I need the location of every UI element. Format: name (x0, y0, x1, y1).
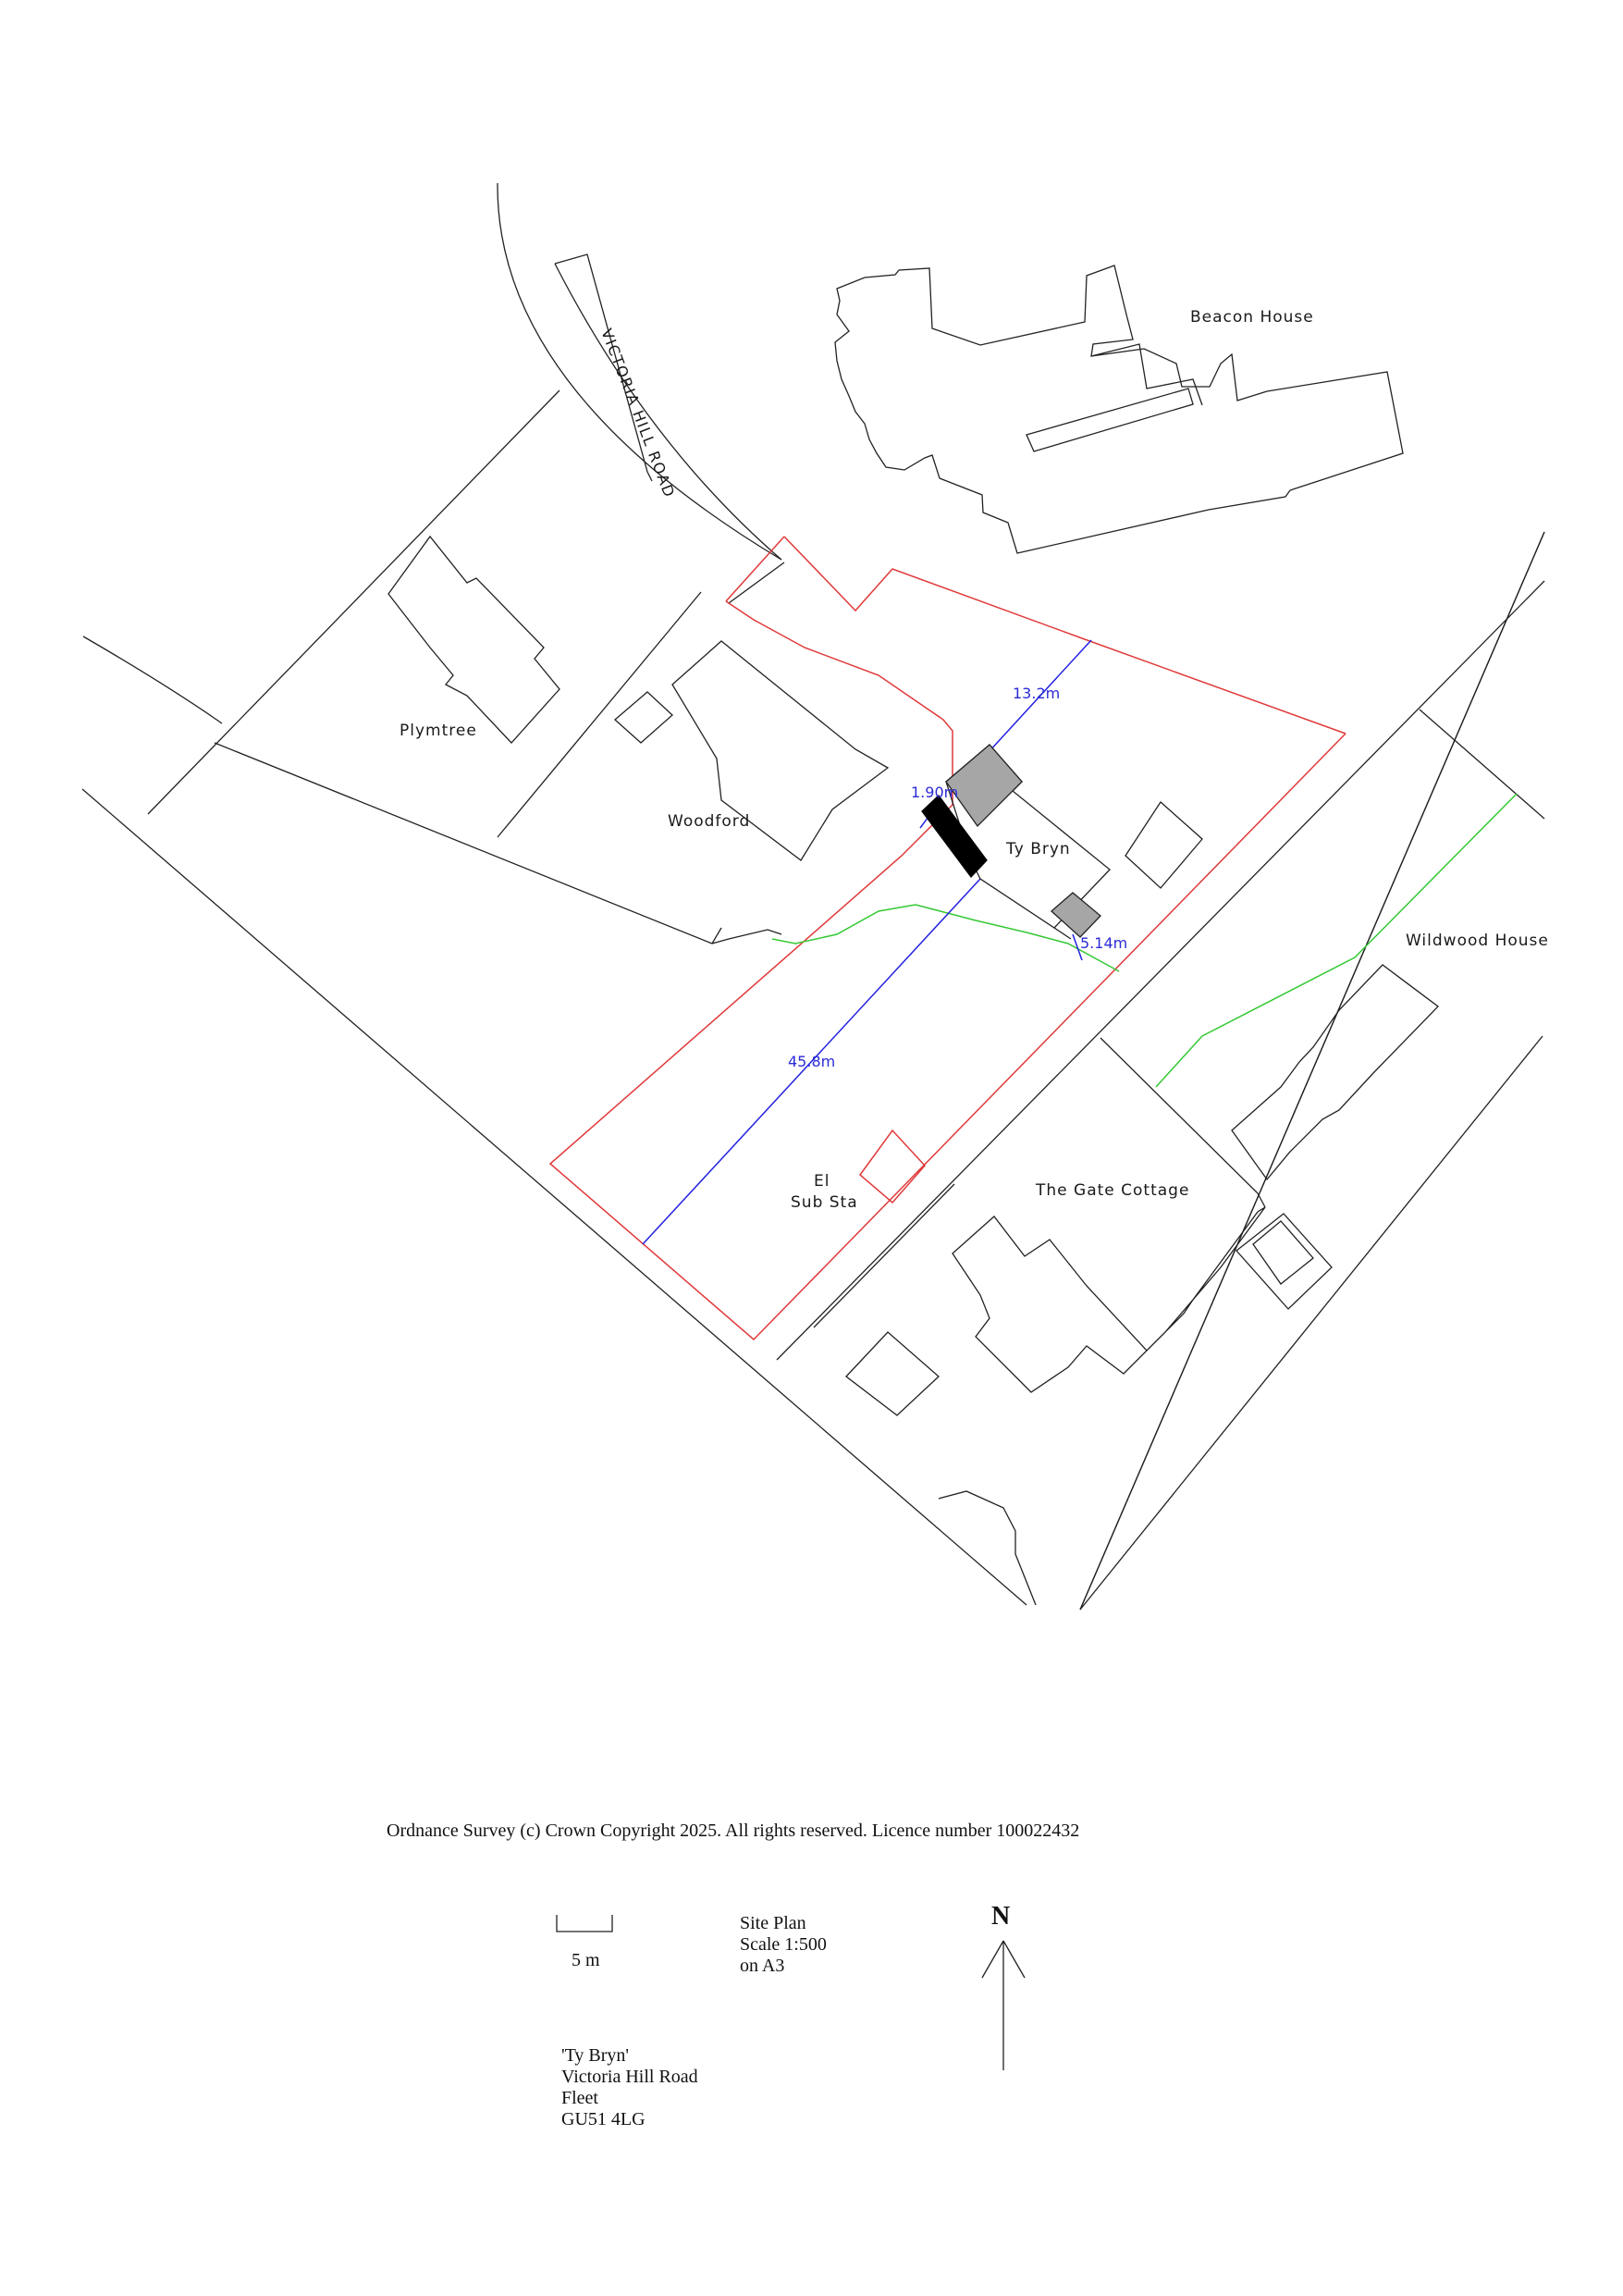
wildwood-house-label: Wildwood House (1406, 932, 1549, 950)
new-extension (921, 795, 988, 879)
site-boundary (548, 536, 1346, 1341)
gate-cottage-label: The Gate Cottage (1035, 1181, 1189, 1200)
beacon-house-wing (1026, 388, 1194, 452)
woodford-outline (671, 640, 890, 861)
victoria-hill-road (82, 182, 782, 724)
beacon-house-outline (834, 265, 1404, 554)
plan-info-line-1: Site Plan (740, 1913, 806, 1933)
address-line-4: GU51 4LG (561, 2109, 646, 2129)
plan-info-line-2: Scale 1:500 (740, 1934, 827, 1955)
gate-cottage-outline (952, 1206, 1266, 1393)
garage (845, 1331, 940, 1416)
scale-bar-label: 5 m (572, 1950, 600, 1970)
el-sub-sta-label-1: El (814, 1172, 830, 1191)
rear-extension (1051, 892, 1101, 938)
ty-bryn-building (921, 744, 1203, 940)
road-label: VICTORIA HILL ROAD (597, 327, 678, 500)
plymtree-outline (387, 535, 560, 744)
beacon-house-label: Beacon House (1190, 308, 1314, 327)
north-arrow-icon (981, 1940, 1026, 2070)
ty-bryn-label: Ty Bryn (1005, 840, 1071, 858)
address-line-1: 'Ty Bryn' (561, 2045, 629, 2066)
el-sub-sta-outline (858, 1129, 927, 1204)
garden-line (771, 793, 1518, 1088)
el-sub-sta-label-2: Sub Sta (791, 1193, 858, 1212)
address-line-2: Victoria Hill Road (561, 2067, 698, 2087)
address-line-3: Fleet (561, 2088, 598, 2108)
beacon-house-wing-2 (1090, 343, 1203, 406)
gate-cottage-outbuilding (1236, 1213, 1333, 1310)
woodford-label: Woodford (668, 812, 750, 831)
north-label: N (991, 1902, 1010, 1931)
existing-extension (945, 744, 1023, 828)
rear-distance-label: 45.8m (788, 1053, 835, 1070)
side-left-label: 1.90m (911, 784, 958, 801)
wildwood-house-outline (1231, 964, 1439, 1181)
boundary-lines (81, 389, 1545, 1611)
scale-bar (556, 1915, 613, 1932)
plymtree-label: Plymtree (400, 722, 477, 740)
plan-info-line-3: on A3 (740, 1956, 784, 1976)
woodford-shed (614, 691, 673, 744)
front-distance-label: 13.2m (1013, 685, 1060, 702)
copyright-text: Ordnance Survey (c) Crown Copyright 2025… (387, 1821, 1079, 1841)
side-right-label: 5.14m (1080, 934, 1127, 952)
